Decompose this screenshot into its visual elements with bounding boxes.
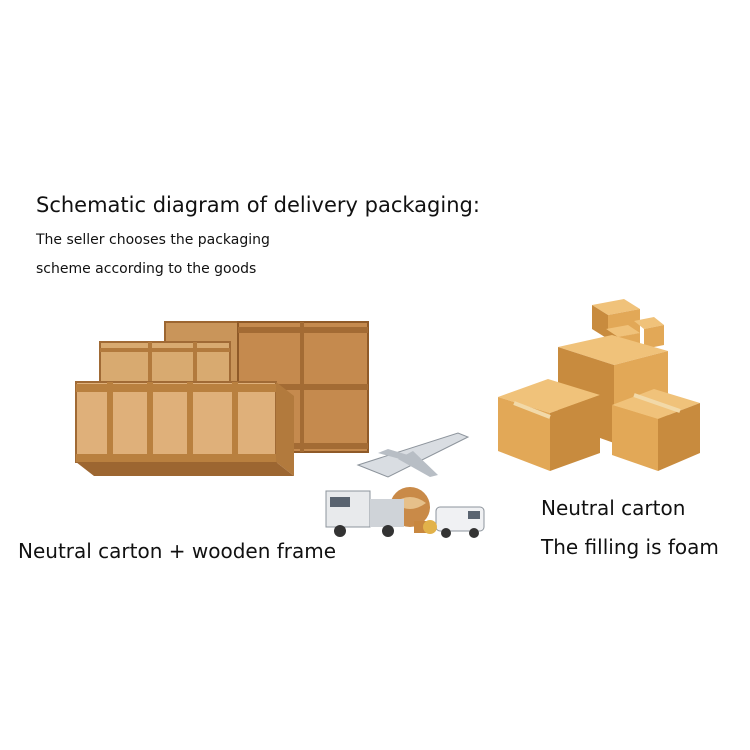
logistics-truck-plane-icon (325, 432, 485, 538)
option-label-neutral-carton: Neutral carton (541, 496, 686, 520)
page-title: Schematic diagram of delivery packaging: (36, 193, 480, 217)
wooden-crates-icon (75, 321, 369, 476)
option-label-wooden-frame: Neutral carton + wooden frame (18, 539, 337, 563)
option-label-foam-filling: The filling is foam (541, 535, 719, 559)
cardboard-boxes-icon (498, 299, 700, 471)
subtitle-line-1: The seller chooses the packaging (36, 232, 270, 248)
subtitle-line-2: scheme according to the goods (36, 261, 257, 277)
